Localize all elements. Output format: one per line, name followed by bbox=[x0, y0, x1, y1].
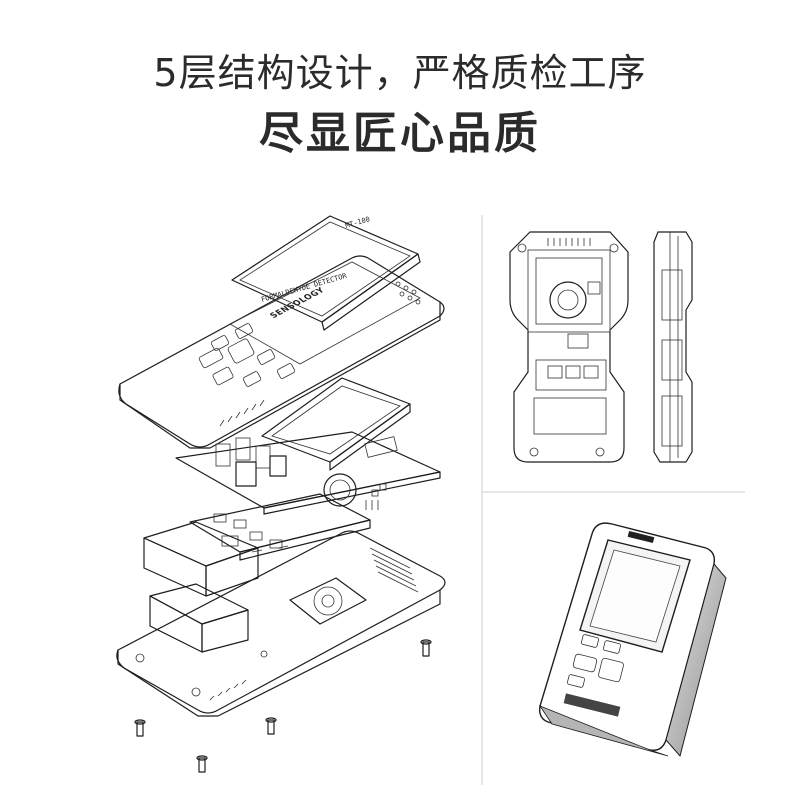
headline-line2: 尽显匠心品质 bbox=[259, 108, 541, 159]
headline-line1: 5层结构设计，严格质检工序 bbox=[153, 51, 647, 95]
screw-3 bbox=[265, 717, 277, 735]
screw-2 bbox=[134, 719, 146, 737]
layer-front-housing: FORMALDEHYDE DETECTOR SENSOLOGY bbox=[118, 255, 445, 449]
battery-2 bbox=[149, 583, 249, 653]
screw-1 bbox=[420, 639, 432, 657]
exploded-view: MT-100 FORMALDEHYDE DETECTOR SENSOLOGY bbox=[116, 215, 446, 773]
front-xray-view bbox=[509, 231, 629, 463]
side-view bbox=[653, 231, 693, 463]
perspective-view bbox=[538, 522, 727, 758]
layer-main-pcb bbox=[175, 431, 441, 515]
layer-rear-housing bbox=[116, 530, 446, 717]
headline: 5层结构设计，严格质检工序 尽显匠心品质 bbox=[0, 48, 800, 164]
screw-4 bbox=[196, 755, 208, 773]
layer-secondary-pcb bbox=[189, 493, 371, 561]
layer-lcd bbox=[261, 377, 411, 471]
battery-1 bbox=[143, 521, 259, 597]
